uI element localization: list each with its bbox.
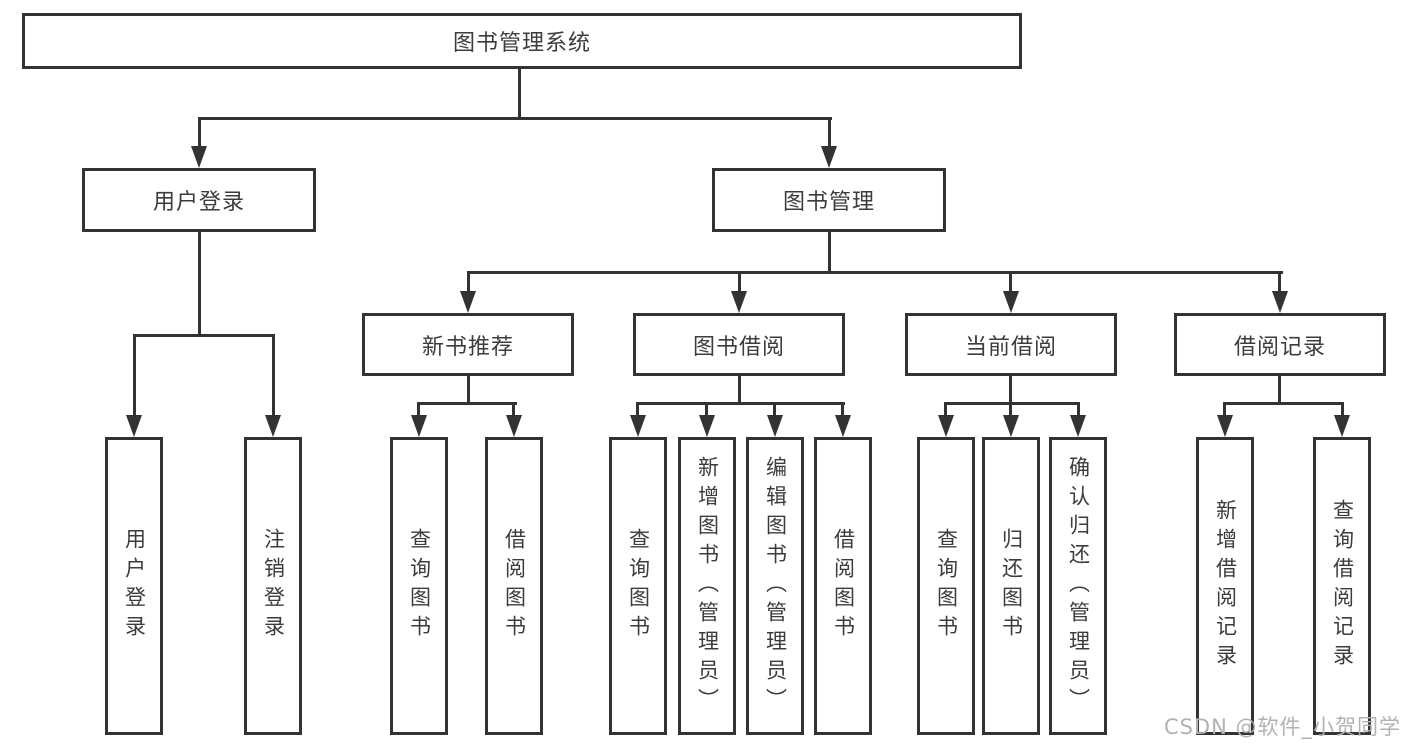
connector-line bbox=[738, 375, 741, 404]
arrow-down-icon bbox=[821, 146, 837, 168]
connector-line bbox=[467, 271, 470, 295]
node-label: 图书管理系统 bbox=[452, 31, 591, 56]
connector-line bbox=[512, 402, 515, 417]
connector-line bbox=[1223, 402, 1226, 417]
connector-line bbox=[773, 402, 776, 417]
node-label: 用户登录 bbox=[152, 190, 245, 215]
arrow-down-icon bbox=[1003, 291, 1019, 313]
connector-line bbox=[944, 402, 1080, 405]
connector-line bbox=[1341, 402, 1344, 417]
connector-line bbox=[1278, 375, 1281, 404]
connector-line bbox=[417, 402, 517, 405]
leaf-label: 查询图书 bbox=[934, 528, 959, 644]
arrow-down-icon bbox=[938, 415, 954, 437]
node-book-management: 图书管理 bbox=[712, 168, 946, 232]
arrow-down-icon bbox=[1334, 415, 1350, 437]
connector-line bbox=[1009, 402, 1012, 417]
leaf-label: 编辑图书（管理员） bbox=[763, 455, 788, 717]
node-current-borrowing: 当前借阅 bbox=[905, 313, 1117, 376]
connector-line bbox=[198, 231, 201, 336]
arrow-down-icon bbox=[1003, 415, 1019, 437]
leaf-add-borrow-record: 新增借阅记录 bbox=[1196, 437, 1254, 735]
connector-line bbox=[1009, 271, 1012, 295]
leaf-user-login: 用户登录 bbox=[105, 437, 163, 735]
connector-line bbox=[198, 117, 201, 149]
connector-line bbox=[272, 334, 275, 416]
leaf-label: 查询图书 bbox=[626, 528, 651, 644]
leaf-add-books-admin: 新增图书（管理员） bbox=[678, 437, 736, 735]
node-label: 新书推荐 bbox=[421, 334, 514, 360]
connector-line bbox=[133, 334, 136, 416]
arrow-down-icon bbox=[506, 415, 522, 437]
leaf-query-books-current: 查询图书 bbox=[917, 437, 975, 735]
arrow-down-icon bbox=[265, 415, 281, 437]
leaf-query-books-recommend: 查询图书 bbox=[390, 437, 448, 735]
leaf-label: 查询图书 bbox=[407, 528, 432, 644]
connector-line bbox=[518, 68, 521, 118]
connector-line bbox=[636, 402, 845, 405]
node-label: 借阅记录 bbox=[1233, 334, 1326, 360]
node-borrowing-records: 借阅记录 bbox=[1174, 313, 1386, 376]
connector-line bbox=[1077, 402, 1080, 417]
arrow-down-icon bbox=[731, 291, 747, 313]
node-label: 图书借阅 bbox=[692, 334, 785, 360]
node-label: 当前借阅 bbox=[964, 334, 1057, 360]
connector-line bbox=[198, 117, 832, 120]
arrow-down-icon bbox=[1272, 291, 1288, 313]
leaf-label: 新增图书（管理员） bbox=[695, 455, 720, 717]
leaf-confirm-return-admin: 确认归还（管理员） bbox=[1049, 437, 1107, 735]
arrow-down-icon bbox=[191, 146, 207, 168]
arrow-down-icon bbox=[630, 415, 646, 437]
leaf-logout: 注销登录 bbox=[244, 437, 302, 735]
connector-line bbox=[636, 402, 639, 417]
connector-line bbox=[841, 402, 844, 417]
leaf-label: 借阅图书 bbox=[502, 528, 527, 644]
arrow-down-icon bbox=[835, 415, 851, 437]
node-user-login: 用户登录 bbox=[82, 168, 316, 232]
leaf-label: 查询借阅记录 bbox=[1330, 499, 1355, 673]
leaf-query-books-borrowing: 查询图书 bbox=[609, 437, 667, 735]
node-book-borrowing: 图书借阅 bbox=[633, 313, 845, 376]
connector-line bbox=[133, 334, 275, 337]
leaf-label: 借阅图书 bbox=[831, 528, 856, 644]
connector-line bbox=[417, 402, 420, 417]
connector-line bbox=[944, 402, 947, 417]
arrow-down-icon bbox=[767, 415, 783, 437]
node-root-library-system: 图书管理系统 bbox=[22, 13, 1022, 69]
arrow-down-icon bbox=[1070, 415, 1086, 437]
arrow-down-icon bbox=[126, 415, 142, 437]
leaf-label: 注销登录 bbox=[261, 528, 286, 644]
connector-line bbox=[1009, 375, 1012, 404]
connector-line bbox=[705, 402, 708, 417]
leaf-borrow-books-borrowing: 借阅图书 bbox=[814, 437, 872, 735]
node-label: 图书管理 bbox=[782, 190, 875, 215]
arrow-down-icon bbox=[699, 415, 715, 437]
leaf-borrow-books-recommend: 借阅图书 bbox=[485, 437, 543, 735]
connector-line bbox=[828, 117, 831, 149]
connector-line bbox=[828, 231, 831, 274]
leaf-label: 用户登录 bbox=[122, 528, 147, 644]
connector-line bbox=[738, 271, 741, 295]
node-new-book-recommend: 新书推荐 bbox=[362, 313, 574, 376]
leaf-query-borrow-record: 查询借阅记录 bbox=[1313, 437, 1371, 735]
arrow-down-icon bbox=[1217, 415, 1233, 437]
leaf-edit-books-admin: 编辑图书（管理员） bbox=[746, 437, 804, 735]
arrow-down-icon bbox=[411, 415, 427, 437]
leaf-return-books: 归还图书 bbox=[982, 437, 1040, 735]
arrow-down-icon bbox=[460, 291, 476, 313]
leaf-label: 归还图书 bbox=[999, 528, 1024, 644]
connector-line bbox=[467, 271, 1283, 274]
connector-line bbox=[1278, 271, 1281, 295]
connector-line bbox=[1223, 402, 1344, 405]
connector-line bbox=[467, 375, 470, 404]
leaf-label: 新增借阅记录 bbox=[1213, 499, 1238, 673]
leaf-label: 确认归还（管理员） bbox=[1066, 455, 1091, 717]
